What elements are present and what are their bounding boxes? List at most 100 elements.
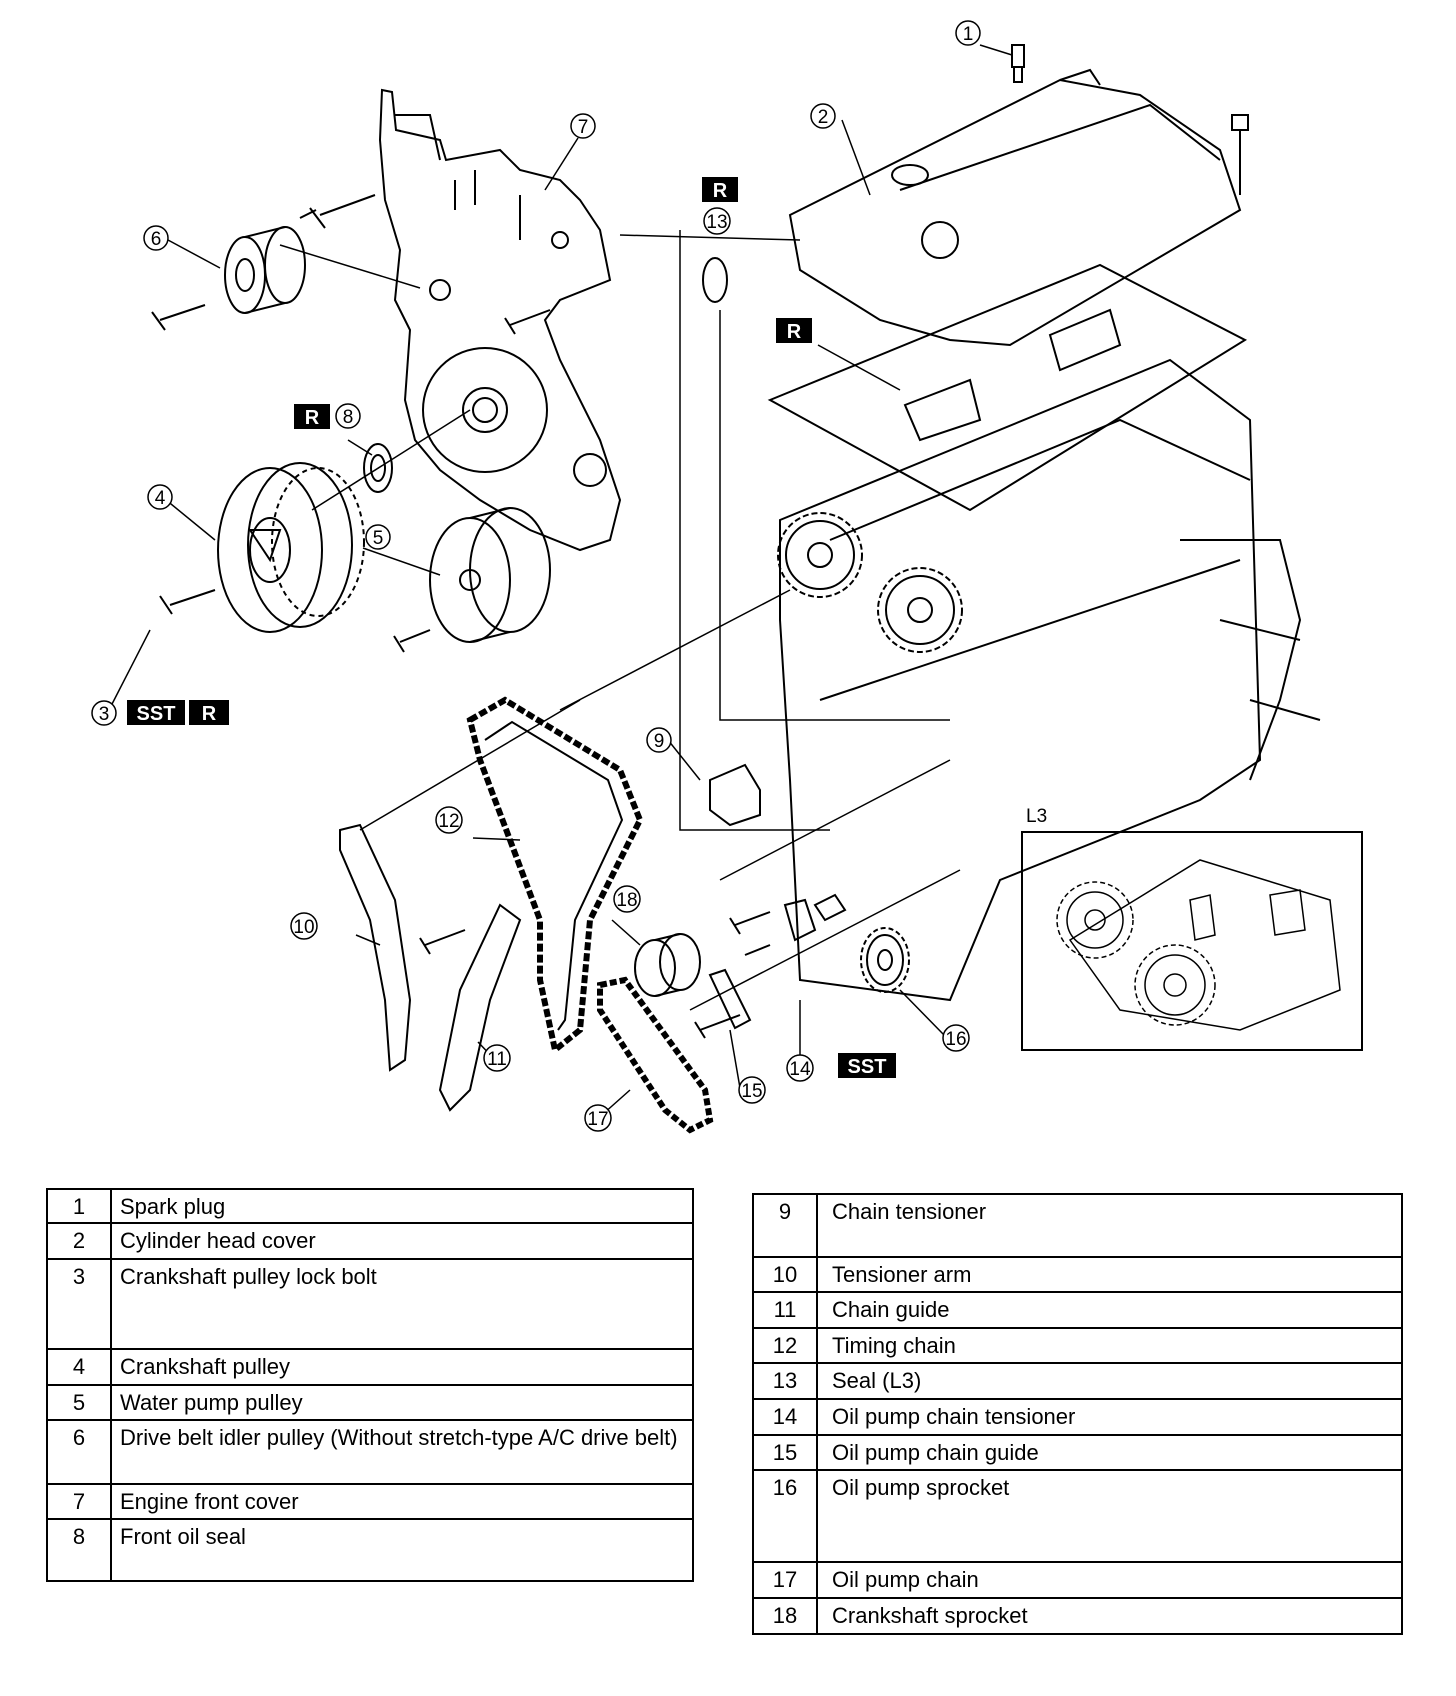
part-description: Tensioner arm: [816, 1256, 1403, 1293]
svg-text:13: 13: [706, 212, 727, 233]
part-description: Chain tensioner: [816, 1193, 1403, 1258]
svg-text:11: 11: [487, 1049, 507, 1070]
callout-10: 10: [290, 912, 318, 940]
part-description: Crankshaft pulley: [110, 1348, 694, 1386]
cylinder-head-cover-part: [788, 68, 1249, 347]
part-number: 16: [752, 1469, 818, 1563]
callout-7: 7: [570, 113, 596, 139]
spark-plug-part: [1011, 44, 1025, 83]
svg-text:R: R: [787, 321, 802, 343]
leader-lines: [109, 44, 1013, 1115]
part-number: 13: [752, 1362, 818, 1400]
part-description: Drive belt idler pulley (Without stretch…: [110, 1419, 694, 1485]
svg-text:17: 17: [587, 1109, 608, 1130]
crankshaft-sprocket-part: [634, 933, 701, 997]
oil-pump-chain-guide-part: [708, 968, 752, 1030]
callout-17: 17: [584, 1104, 612, 1132]
crankshaft-pulley-part: [217, 462, 365, 633]
part-description: Water pump pulley: [110, 1384, 694, 1421]
replace-badge-13: R: [702, 177, 738, 202]
svg-text:10: 10: [293, 917, 314, 938]
part-description: Front oil seal: [110, 1518, 694, 1582]
water-pump-pulley-part: [429, 507, 551, 643]
part-description: Oil pump chain: [816, 1561, 1403, 1599]
callout-1: 1: [955, 20, 981, 46]
tensioner-arm-part: [339, 823, 412, 1072]
part-description: Timing chain: [816, 1327, 1403, 1364]
part-description: Oil pump chain guide: [816, 1434, 1403, 1471]
part-number: 17: [752, 1561, 818, 1599]
replace-badge-gasket: R: [776, 318, 812, 343]
inset-l3-illustration: [1056, 859, 1341, 1031]
callout-5: 5: [365, 524, 391, 550]
camshaft-sprockets: [777, 512, 963, 653]
callouts: 1 2 3 4 5 6 7 8 9 10 11 12 13 14 15 16 1…: [91, 20, 981, 1132]
callout-15: 15: [738, 1076, 766, 1104]
part-description: Engine front cover: [110, 1483, 694, 1520]
svg-text:1: 1: [963, 24, 974, 45]
callout-3: 3: [91, 700, 117, 726]
part-number: 7: [46, 1483, 112, 1520]
callout-14: 14: [786, 1054, 814, 1082]
inset-label: L3: [1026, 806, 1047, 827]
svg-text:3: 3: [99, 704, 110, 725]
mounting-bolts: [151, 194, 771, 1039]
replace-badge-3: R: [189, 700, 229, 725]
part-number: 18: [752, 1597, 818, 1635]
engine-front-cover-part: [378, 88, 622, 552]
part-number: 5: [46, 1384, 112, 1421]
part-number: 3: [46, 1258, 112, 1350]
part-number: 10: [752, 1256, 818, 1293]
part-description: Oil pump sprocket: [816, 1469, 1403, 1563]
idler-pulley-part: [224, 226, 306, 314]
svg-text:R: R: [202, 703, 217, 725]
svg-text:SST: SST: [137, 703, 176, 725]
exploded-view-diagram: 1 2 3 4 5 6 7 8 9 10 11 12 13 14 15 16 1…: [91, 20, 1363, 1134]
svg-text:4: 4: [155, 488, 166, 509]
part-description: Crankshaft pulley lock bolt: [110, 1258, 694, 1350]
callout-6: 6: [143, 225, 169, 251]
callout-18: 18: [613, 885, 641, 913]
oil-pump-chain-part: [597, 976, 714, 1134]
replace-badge-8: R: [294, 404, 330, 429]
callout-12: 12: [435, 806, 463, 834]
callout-4: 4: [147, 484, 173, 510]
svg-text:2: 2: [818, 107, 829, 128]
part-description: Chain guide: [816, 1291, 1403, 1329]
inset-l3-box: [1021, 831, 1363, 1051]
callout-2: 2: [810, 103, 836, 129]
callout-9: 9: [646, 727, 672, 753]
badges: R R R SST R SST: [127, 177, 896, 1078]
part-number: 11: [752, 1291, 818, 1329]
engine-block-part: [779, 358, 1321, 1002]
oil-pump-sprocket-part: [860, 927, 910, 993]
svg-text:18: 18: [616, 890, 637, 911]
svg-text:SST: SST: [848, 1056, 887, 1078]
part-number: 15: [752, 1434, 818, 1471]
part-number: 14: [752, 1398, 818, 1436]
callout-11: 11: [483, 1044, 511, 1072]
special-tool-badge-3: SST: [127, 700, 185, 725]
svg-text:8: 8: [343, 407, 354, 428]
part-description: Oil pump chain tensioner: [816, 1398, 1403, 1436]
special-tool-badge-16: SST: [838, 1053, 896, 1078]
callout-8: 8: [335, 403, 361, 429]
